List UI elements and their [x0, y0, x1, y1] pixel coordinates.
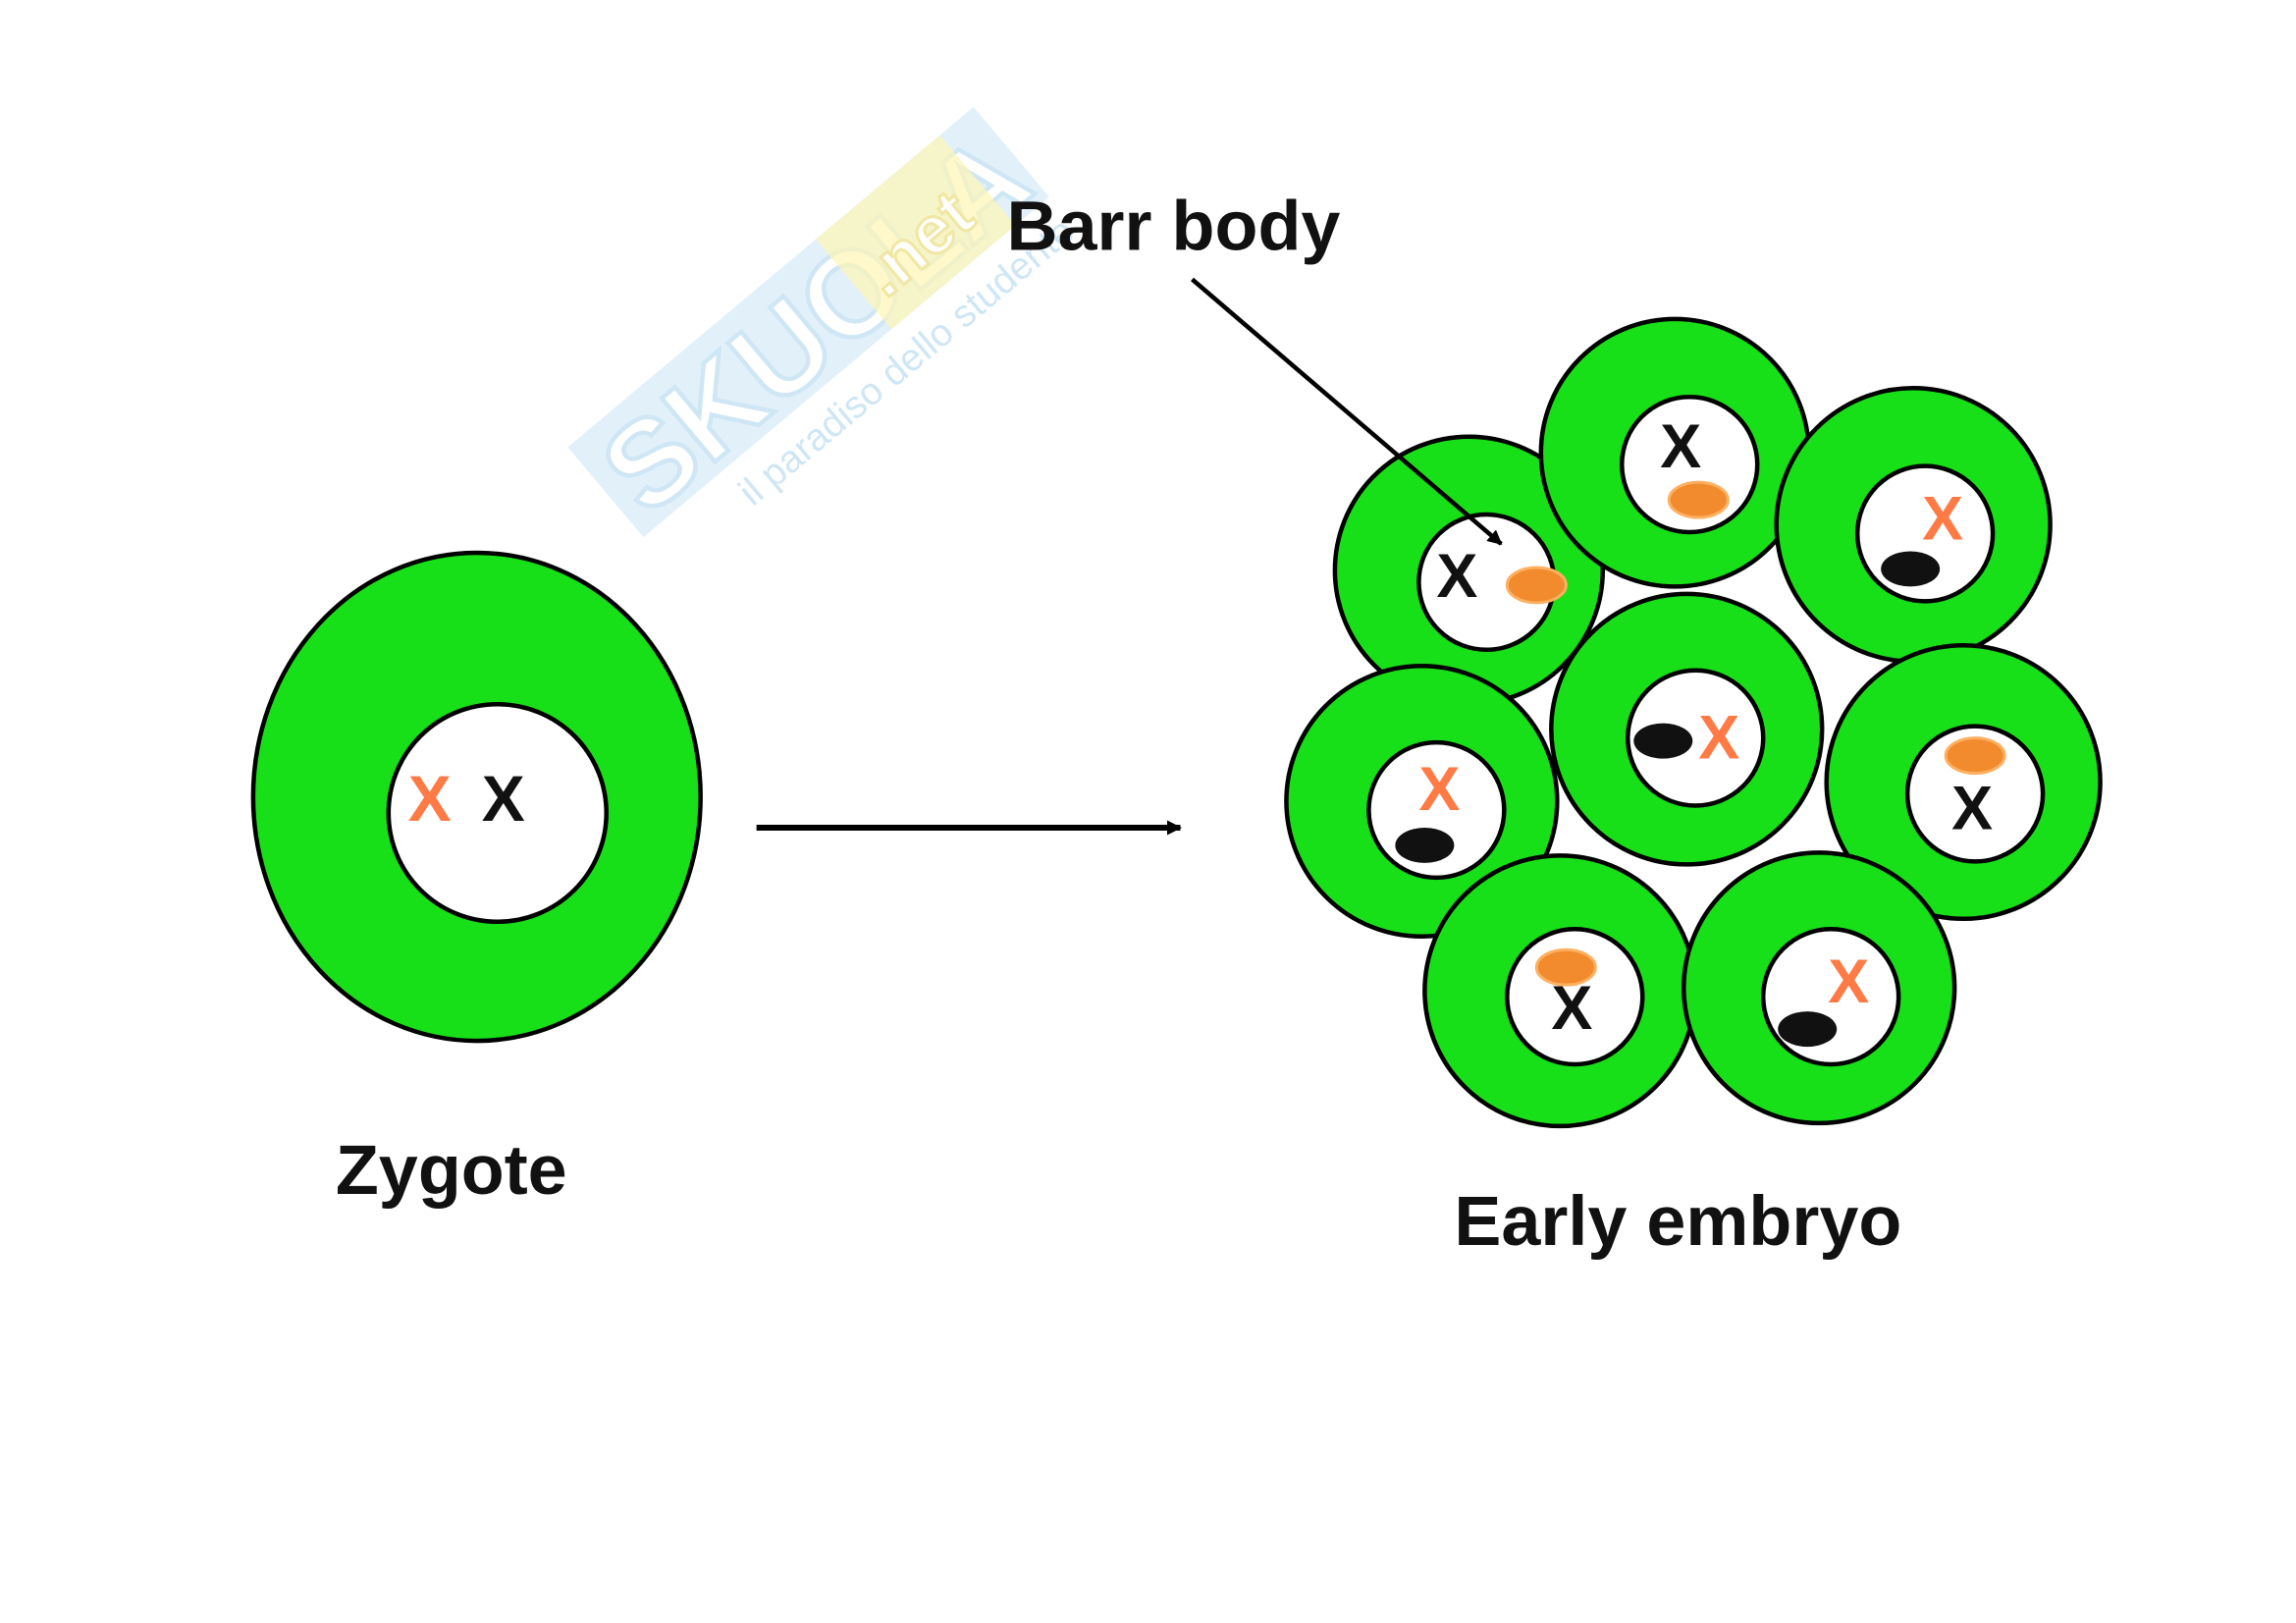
zygote-label: Zygote [336, 1131, 567, 1210]
zygote-nucleus [386, 701, 609, 925]
embryo-cell: X [1682, 850, 1957, 1126]
embryo-cell: X [1824, 643, 2103, 922]
embryo-cell-nucleus [1904, 724, 2046, 864]
early-embryo-label: Early embryo [1454, 1182, 1901, 1261]
barr-body [1667, 480, 1730, 519]
active-x-chromosome: X [1551, 974, 1592, 1043]
barr-body [1633, 723, 1693, 759]
barr-body [1505, 566, 1568, 605]
active-x-chromosome: X [1436, 542, 1477, 611]
barr-body [1944, 736, 2006, 776]
active-x-chromosome: X [1418, 755, 1460, 824]
watermark-logo: SKUOLA .net il paradiso dello studente [567, 107, 1083, 541]
barr-body [1534, 947, 1597, 987]
barr-body-pointer-arrow [1191, 277, 1503, 546]
active-x-chromosome: X [1660, 412, 1701, 481]
embryo-cell: X [1332, 434, 1606, 707]
embryo-cell: X [1284, 664, 1560, 940]
embryo-cell-nucleus [1626, 668, 1766, 808]
barr-body [1881, 551, 1941, 587]
active-x-chromosome: X [1951, 775, 1993, 843]
embryo-cell: X [1422, 853, 1698, 1129]
active-x-chromosome: X [1828, 947, 1869, 1016]
early-embryo-cluster: X X X X X X X X [1284, 316, 2103, 1129]
active-x-chromosome: X [1922, 485, 1963, 554]
barr-body-label: Barr body [1007, 188, 1341, 266]
zygote-x-chromosome-red: X [408, 762, 452, 835]
embryo-cell: X [1549, 591, 1825, 867]
barr-body [1395, 827, 1455, 863]
embryo-cell: X [1538, 316, 1811, 589]
active-x-chromosome: X [1698, 704, 1739, 773]
zygote-x-chromosome-black: X [482, 762, 525, 835]
zygote-cell: X X [250, 550, 703, 1044]
embryo-cell: X [1774, 386, 2053, 665]
barr-body [1778, 1011, 1838, 1048]
